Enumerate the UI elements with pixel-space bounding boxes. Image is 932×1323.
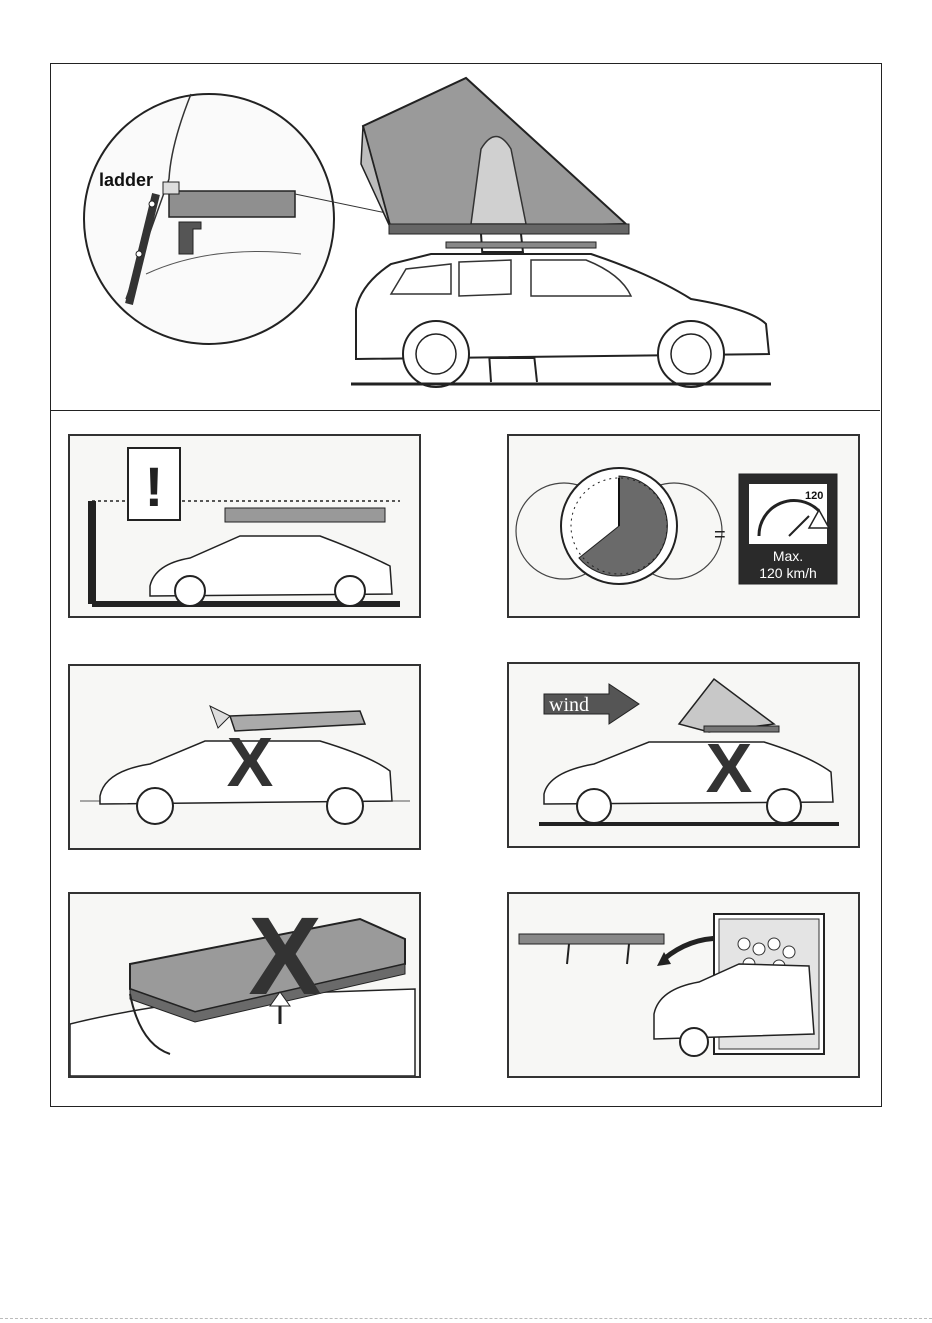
tent-mounted-illustration: ladder (51, 64, 880, 411)
no-open-while-driving-panel: X (68, 664, 421, 850)
svg-text:X: X (706, 729, 753, 807)
gauge-max-value: 120 (805, 490, 823, 502)
folded-tent (225, 508, 385, 522)
ladder-label: ladder (99, 170, 153, 190)
instruction-sheet: ladder (50, 63, 882, 1107)
speed-limit-panel: = 120 Max. 120 km/h (507, 434, 860, 618)
scan-edge (0, 1318, 932, 1319)
height-clearance-warning-panel: ! (68, 434, 421, 618)
tent-base-detail (169, 191, 295, 217)
tent-base (389, 224, 629, 234)
open-tent (679, 679, 774, 732)
wind-warning-panel: wind X (507, 662, 860, 848)
car-with-tent-drawing: ladder (51, 64, 880, 411)
wind-label: wind (549, 694, 589, 716)
car-wash-panel (507, 892, 860, 1078)
speed-value-label: 120 km/h (759, 565, 817, 581)
detail-magnifier-circle (84, 94, 334, 344)
max-label: Max. (773, 548, 803, 564)
exclamation-icon: ! (145, 455, 164, 518)
removed-tent (519, 934, 664, 944)
car-outline (654, 964, 814, 1039)
no-overhang-panel: X (68, 892, 421, 1078)
cross-mark-icon: X (227, 723, 274, 801)
svg-text:=: = (714, 524, 726, 546)
